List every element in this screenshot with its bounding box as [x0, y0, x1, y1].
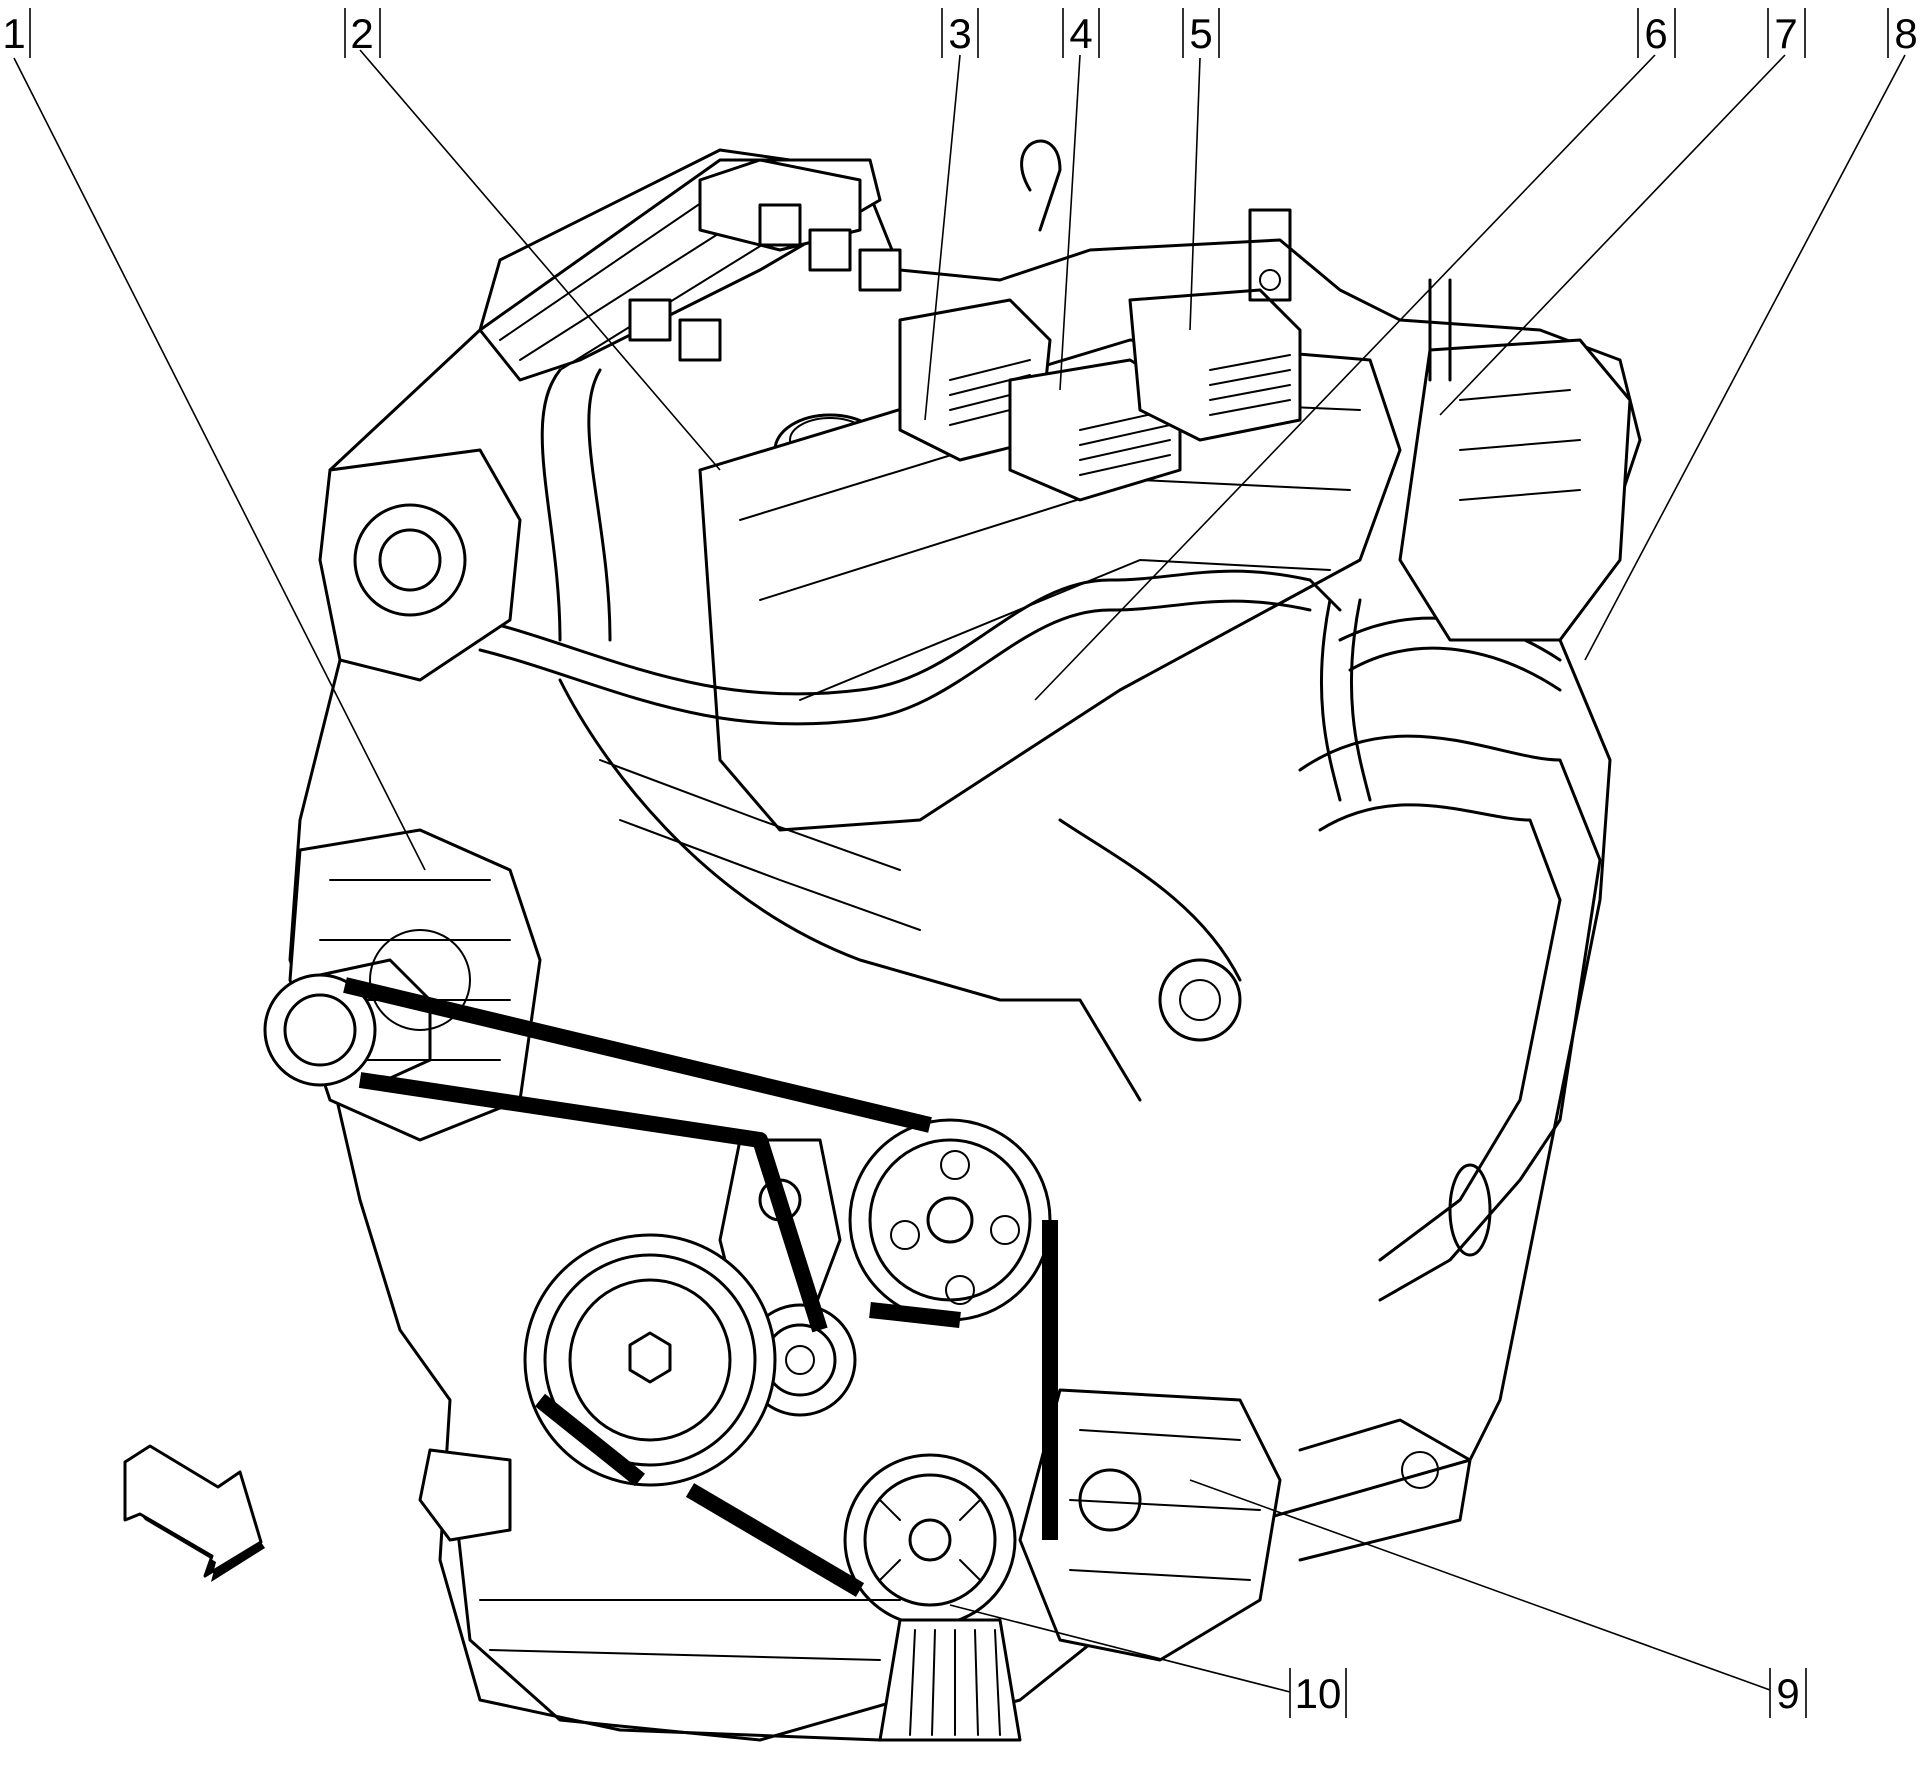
leader-5 [1189, 57, 1201, 331]
exhaust-manifold [1298, 734, 1602, 1302]
leader-3 [924, 54, 961, 421]
lifting-eye-front [1020, 139, 1062, 232]
right-housing [1398, 338, 1632, 642]
callout-4-text: 4 [1069, 10, 1092, 57]
callout-4: 4 [1062, 8, 1100, 58]
callout-3: 3 [941, 8, 979, 58]
lifting-eye-rear [1248, 208, 1292, 302]
engine-outline [288, 148, 1642, 1742]
callout-1: 1 [2, 8, 31, 58]
callout-8: 8 [1887, 8, 1918, 58]
callout-10: 10 [1289, 1668, 1347, 1718]
callout-2-text: 2 [350, 10, 373, 57]
callout-6: 6 [1637, 8, 1676, 58]
coolant-hose [540, 368, 562, 642]
ac-compressor [1018, 1388, 1282, 1662]
leader-lines [13, 49, 1906, 1693]
breather-hose [478, 569, 1342, 696]
callout-1-text: 1 [2, 10, 25, 57]
callout-2: 2 [344, 8, 381, 58]
callout-labels: 1 2 3 4 5 6 7 [2, 8, 1918, 1718]
callout-10-text: 10 [1295, 1670, 1342, 1717]
ignition-coil-c [1128, 288, 1302, 442]
engine-mount [418, 1448, 512, 1542]
leader-10 [949, 1604, 1291, 1693]
callout-9-text: 9 [1776, 1670, 1799, 1717]
callout-5: 5 [1182, 8, 1220, 58]
crankshaft-pulley [523, 1233, 777, 1487]
callout-9: 9 [1769, 1668, 1807, 1718]
leader-4 [1059, 54, 1081, 391]
callout-5-text: 5 [1189, 10, 1212, 57]
callout-7: 7 [1767, 8, 1806, 58]
leader-6 [1034, 54, 1656, 701]
engine-illustration [263, 139, 1642, 1742]
callout-8-text: 8 [1894, 10, 1917, 57]
leader-9 [1189, 1479, 1771, 1691]
leader-2 [359, 49, 721, 471]
callout-3-text: 3 [948, 10, 971, 57]
callout-6-text: 6 [1644, 10, 1667, 57]
throttle-body [318, 448, 522, 682]
leader-7 [1439, 54, 1786, 416]
engine-block [558, 678, 1142, 1102]
leader-8 [1584, 54, 1906, 661]
callout-7-text: 7 [1774, 10, 1797, 57]
leader-1 [13, 57, 426, 871]
drive-belt [343, 977, 1058, 1597]
water-pump-pulley [848, 1118, 1052, 1322]
